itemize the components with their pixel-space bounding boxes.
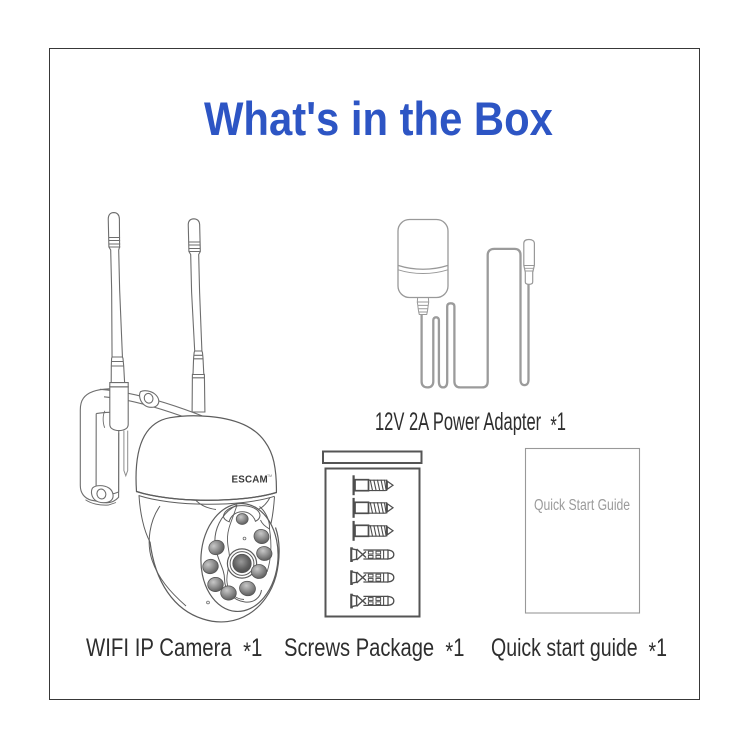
svg-text:TM: TM — [267, 474, 272, 478]
svg-text:ESCAM: ESCAM — [232, 475, 268, 486]
